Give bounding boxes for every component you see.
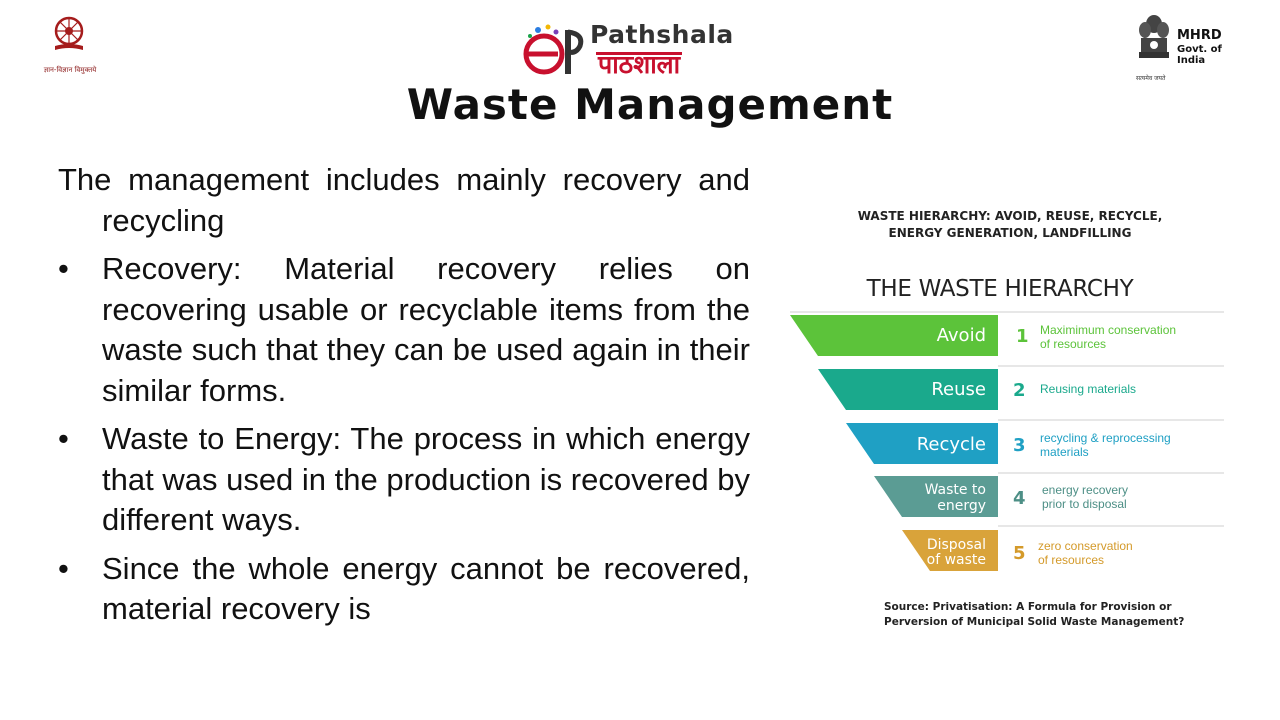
tier-band-recycle — [846, 423, 998, 464]
bullet-marker: • — [58, 251, 69, 286]
tier-number: 1 — [1016, 326, 1029, 347]
bullet-text: Since the whole energy cannot be recover… — [102, 550, 750, 627]
brand-name-english: Pathshala — [590, 20, 734, 49]
slide-body: The management includes mainly recovery … — [58, 160, 750, 647]
national-emblem-icon — [1139, 15, 1169, 58]
figure-source: Source: Privatisation: A Formula for Pro… — [884, 600, 1184, 630]
tier-number: 3 — [1013, 435, 1026, 456]
tier-desc: energy recovery — [1042, 483, 1128, 497]
intro-text: The management includes mainly recovery … — [58, 162, 750, 238]
waste-hierarchy-figure: WASTE HIERARCHY: AVOID, REUSE, RECYCLE, … — [780, 200, 1240, 640]
tier-label-disposal: Disposal — [927, 537, 986, 553]
bullet-list: • Recovery: Material recovery relies on … — [58, 249, 750, 630]
bullet-item-recovery: • Recovery: Material recovery relies on … — [58, 249, 750, 411]
figure-heading-line: WASTE HIERARCHY: AVOID, REUSE, RECYCLE, — [857, 209, 1163, 223]
bullet-item-energy-recovery: • Since the whole energy cannot be recov… — [58, 549, 750, 630]
mhrd-title: MHRD — [1177, 28, 1222, 43]
university-logo: ज्ञान-विज्ञान विमुक्तये — [38, 16, 102, 78]
tier-desc: recycling & reprocessing — [1040, 431, 1171, 445]
tier-desc: prior to disposal — [1042, 497, 1127, 511]
tier-band-disposal — [902, 530, 998, 571]
bullet-item-waste-to-energy: • Waste to Energy: The process in which … — [58, 419, 750, 541]
tier-band-waste-to-energy — [874, 476, 998, 517]
figure-heading: WASTE HIERARCHY: AVOID, REUSE, RECYCLE, … — [780, 208, 1240, 242]
tier-label-disposal: of waste — [927, 552, 986, 568]
epathshala-logo: Pathshala पाठशाला — [522, 12, 744, 82]
tier-label-avoid: Avoid — [937, 325, 986, 346]
tier-band-reuse — [818, 369, 998, 410]
chakra-icon — [54, 16, 84, 50]
bullet-text: Waste to Energy: The process in which en… — [102, 421, 750, 537]
figure-heading-line: ENERGY GENERATION, LANDFILLING — [888, 226, 1132, 240]
figure-source-line: Source: Privatisation: A Formula for Pro… — [884, 601, 1172, 613]
figure-source-line: Perversion of Municipal Solid Waste Mana… — [884, 616, 1185, 628]
mhrd-logo: MHRD Govt. of India सत्यमेव जयते — [1136, 14, 1246, 82]
tier-number: 5 — [1013, 543, 1026, 564]
tier-desc: zero conservation — [1038, 539, 1133, 553]
govt-of-india-label: Govt. of India — [1177, 44, 1222, 66]
bullet-text: Recovery: Material recovery relies on re… — [102, 251, 750, 408]
tier-band-avoid — [790, 315, 998, 356]
e-pathshala-mark-icon — [523, 24, 584, 75]
tier-desc: materials — [1040, 445, 1089, 459]
tier-number: 2 — [1013, 380, 1026, 401]
brand-name-hindi: पाठशाला — [595, 50, 683, 79]
tier-desc: Maximimum conservation — [1040, 323, 1176, 337]
tier-desc: of resources — [1040, 337, 1106, 351]
hierarchy-diagram: Avoid 1 Maximimum conservation of resour… — [790, 311, 1224, 571]
page-title: Waste Management — [406, 80, 894, 129]
tier-label-reuse: Reuse — [931, 379, 986, 400]
bullet-marker: • — [58, 550, 69, 586]
tier-label-waste-to-energy: energy — [937, 498, 986, 514]
tier-label-recycle: Recycle — [917, 434, 986, 455]
figure-title: THE WASTE HIERARCHY — [866, 276, 1134, 302]
tier-desc: of resources — [1038, 553, 1104, 567]
university-motto: ज्ञान-विज्ञान विमुक्तये — [43, 66, 97, 74]
tier-desc: Reusing materials — [1040, 382, 1136, 396]
bullet-marker: • — [58, 421, 69, 456]
tier-label-waste-to-energy: Waste to — [925, 482, 986, 498]
tier-number: 4 — [1013, 488, 1026, 509]
emblem-motto: सत्यमेव जयते — [1136, 75, 1166, 82]
